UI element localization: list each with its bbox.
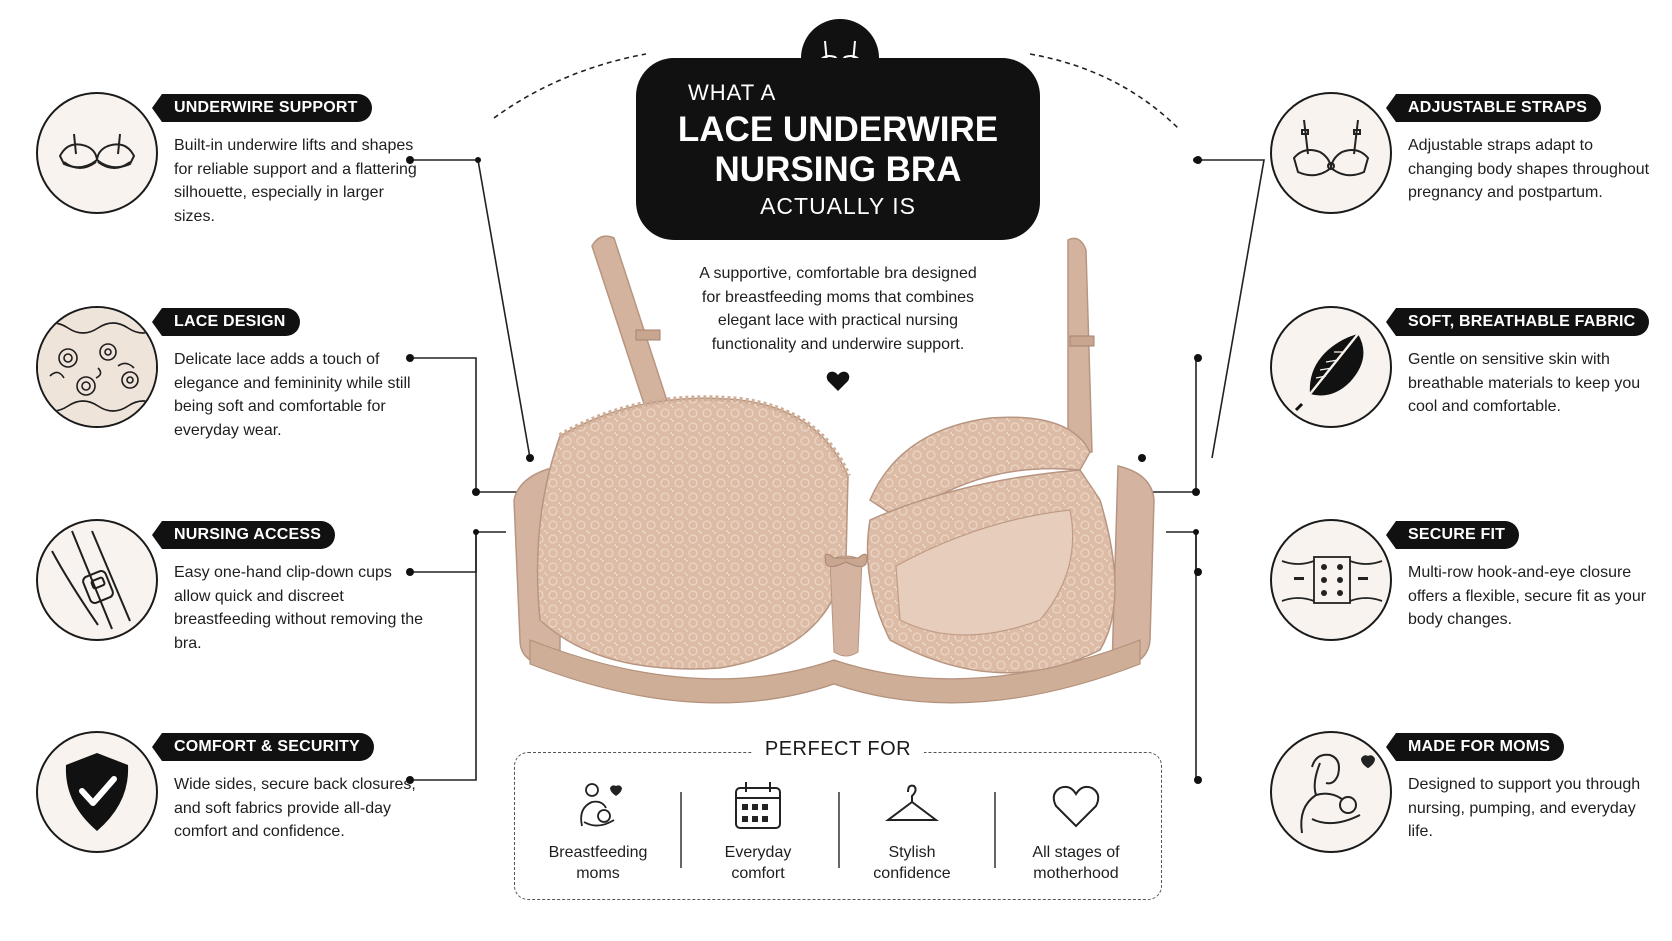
feature-title: MADE FOR MOMS <box>1385 733 1565 761</box>
feature-title: SOFT, BREATHABLE FABRIC <box>1385 308 1650 336</box>
feature-lace-design: LACE DESIGN Delicate lace adds a touch o… <box>36 306 456 476</box>
feature-description: Easy one-hand clip-down cups allow quick… <box>174 564 424 652</box>
feature-title: UNDERWIRE SUPPORT <box>152 94 372 122</box>
feature-title: NURSING ACCESS <box>151 521 336 549</box>
feature-description: Delicate lace adds a touch of elegance a… <box>174 351 411 439</box>
feature-title: ADJUSTABLE STRAPS <box>1385 94 1602 122</box>
feature-soft-breathable-fabric: SOFT, BREATHABLE FABRIC Gentle on sensit… <box>1270 306 1672 476</box>
underwire-bra-icon <box>58 133 136 169</box>
feature-description: Multi-row hook-and-eye closure offers a … <box>1408 564 1647 628</box>
mother-baby-icon <box>1300 753 1376 834</box>
perfect-for-label: Breastfeeding moms <box>548 844 648 882</box>
title-line-3: NURSING BRA <box>714 150 962 189</box>
title-main: LACE UNDERWIRE NURSING BRA <box>636 110 1040 190</box>
calendar-icon <box>735 782 781 829</box>
feature-title: SECURE FIT <box>1385 521 1520 549</box>
feature-secure-fit: SECURE FIT Multi-row hook-and-eye closur… <box>1270 519 1672 689</box>
divider <box>838 792 840 868</box>
title-line-2: LACE UNDERWIRE <box>677 110 999 149</box>
feature-circle <box>1270 731 1392 853</box>
feather-icon <box>1294 333 1364 412</box>
shield-check-icon <box>65 753 129 831</box>
feature-title: LACE DESIGN <box>152 308 300 336</box>
feature-description: Built-in underwire lifts and shapes for … <box>174 137 417 225</box>
feature-description: Designed to support you through nursing,… <box>1408 776 1641 840</box>
perfect-for-label: Stylish confidence <box>873 844 951 882</box>
feature-underwire-support: UNDERWIRE SUPPORT Built-in underwire lif… <box>36 92 456 262</box>
feature-comfort-security: COMFORT & SECURITY Wide sides, secure ba… <box>36 731 456 901</box>
perfect-for-item: Stylish confidence <box>837 778 987 884</box>
feature-nursing-access: NURSING ACCESS Easy one-hand clip-down c… <box>36 519 456 689</box>
perfect-for-item: Breastfeeding moms <box>523 778 673 884</box>
feature-description: Adjustable straps adapt to changing body… <box>1408 137 1650 201</box>
perfect-for-item: All stages of motherhood <box>1001 778 1151 884</box>
feature-circle <box>36 306 158 428</box>
breastfeeding-icon <box>580 783 622 827</box>
feature-circle <box>1270 519 1392 641</box>
feature-circle <box>36 519 158 641</box>
perfect-for-label: Everyday comfort <box>724 844 792 882</box>
perfect-for-item: Everyday comfort <box>683 778 833 884</box>
feature-title: COMFORT & SECURITY <box>152 733 374 761</box>
divider <box>680 792 682 868</box>
title-line-1: WHAT A <box>688 80 777 105</box>
title-line-4: ACTUALLY IS <box>760 193 916 219</box>
divider <box>994 792 996 868</box>
feature-circle <box>1270 92 1392 214</box>
heart-outline-icon <box>1052 785 1100 828</box>
feature-description: Wide sides, secure back closures, and so… <box>174 776 416 840</box>
feature-circle <box>36 731 158 853</box>
perfect-for-title: PERFECT FOR <box>752 738 924 761</box>
hanger-icon <box>885 784 939 821</box>
feature-adjustable-straps: ADJUSTABLE STRAPS Adjustable straps adap… <box>1270 92 1672 262</box>
heart-icon <box>826 371 850 391</box>
adjustable-strap-bra-icon <box>1292 119 1370 177</box>
feature-circle <box>1270 306 1392 428</box>
lace-swatch-icon <box>38 308 156 426</box>
title-banner: WHAT A LACE UNDERWIRE NURSING BRA ACTUAL… <box>636 58 1040 240</box>
perfect-for-label: All stages of motherhood <box>1032 844 1120 882</box>
feature-description: Gentle on sensitive skin with breathable… <box>1408 351 1641 415</box>
nursing-clip-icon <box>51 530 131 630</box>
hook-and-eye-icon <box>1281 556 1383 604</box>
intro-text: A supportive, comfortable bra designed f… <box>699 265 977 353</box>
feature-circle <box>36 92 158 214</box>
feature-made-for-moms: MADE FOR MOMS Designed to support you th… <box>1270 731 1672 901</box>
